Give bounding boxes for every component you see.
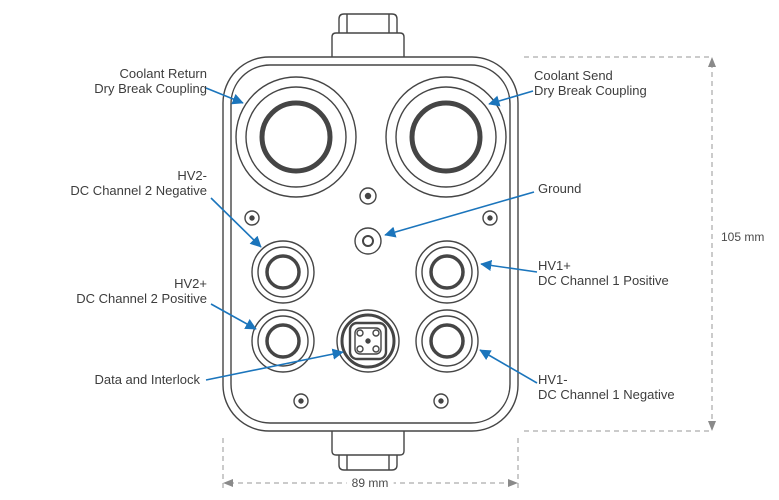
label-line: DC Channel 2 Negative — [70, 183, 207, 198]
leader-hv2-negative — [210, 197, 262, 248]
bottom-tab — [331, 431, 405, 471]
dimension-height-label: 105 mm — [716, 230, 770, 244]
leader-ground — [384, 191, 535, 238]
hv1-positive-port — [415, 240, 479, 304]
screws — [244, 187, 498, 409]
label-hv2-positive: HV2+ DC Channel 2 Positive — [76, 276, 207, 306]
data-interlock-port — [336, 309, 400, 373]
hv2-negative-port — [251, 240, 315, 304]
body-outer-outline — [222, 56, 519, 432]
label-line: DC Channel 2 Positive — [76, 291, 207, 306]
leader-coolant-send — [488, 90, 534, 107]
label-coolant-send: Coolant Send Dry Break Coupling — [534, 68, 647, 98]
label-data-interlock: Data and Interlock — [94, 372, 200, 387]
coolant-send-port — [385, 76, 507, 198]
coolant-return-port — [235, 76, 357, 198]
label-line: Dry Break Coupling — [94, 81, 207, 96]
label-line: Coolant Return — [119, 66, 207, 81]
label-line: Coolant Send — [534, 68, 613, 83]
leader-hv1-negative — [479, 349, 538, 384]
label-hv1-negative: HV1- DC Channel 1 Negative — [538, 372, 675, 402]
dimension-width-label: 89 mm — [346, 476, 394, 490]
label-line: DC Channel 1 Negative — [538, 387, 675, 402]
leader-hv1-positive — [480, 259, 538, 273]
label-ground: Ground — [538, 181, 581, 196]
body-inner-outline — [230, 64, 511, 424]
dimension-arrowheads — [223, 57, 716, 487]
ground-port — [354, 227, 382, 255]
leader-data-interlock — [205, 348, 344, 381]
leader-hv2-positive — [210, 303, 257, 330]
leader-lines — [205, 87, 538, 384]
label-hv1-positive: HV1+ DC Channel 1 Positive — [538, 258, 669, 288]
label-line: Data and Interlock — [94, 372, 200, 387]
label-coolant-return: Coolant Return Dry Break Coupling — [94, 66, 207, 96]
hv1-negative-port — [415, 309, 479, 373]
label-line: HV2+ — [174, 276, 207, 291]
label-line: Dry Break Coupling — [534, 83, 647, 98]
label-line: DC Channel 1 Positive — [538, 273, 669, 288]
label-line: HV1+ — [538, 258, 571, 273]
label-line: HV1- — [538, 372, 568, 387]
label-hv2-negative: HV2- DC Channel 2 Negative — [70, 168, 207, 198]
top-tab — [331, 13, 405, 57]
label-line: Ground — [538, 181, 582, 196]
hv2-positive-port — [251, 309, 315, 373]
device-body — [222, 13, 519, 471]
label-line: HV2- — [177, 168, 207, 183]
leader-coolant-return — [205, 87, 244, 105]
